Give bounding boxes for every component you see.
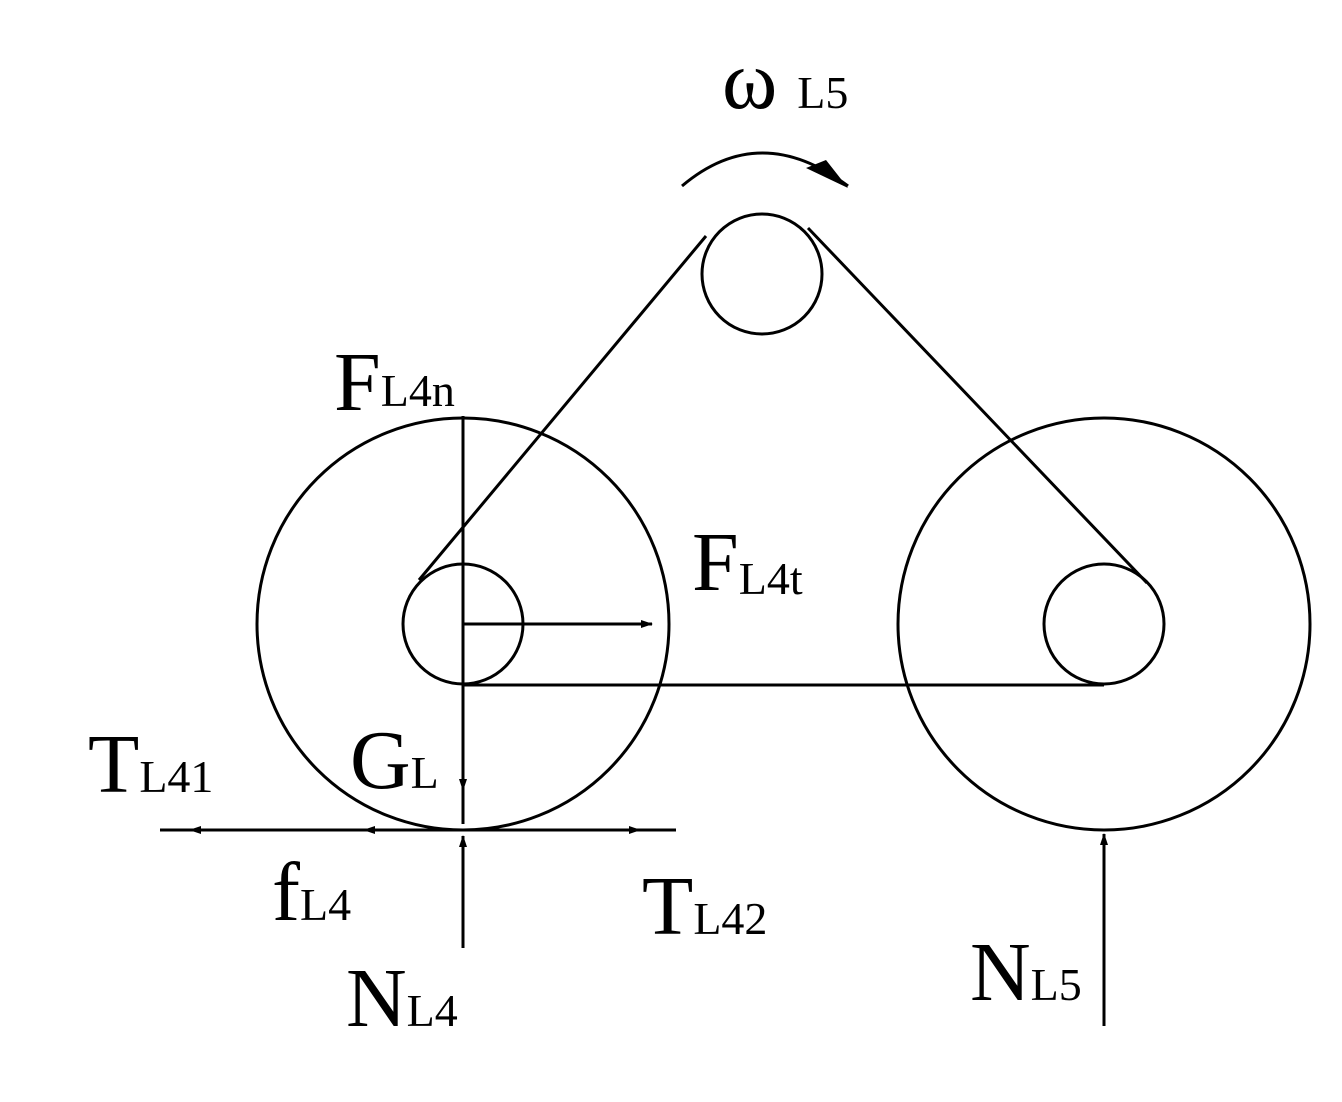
belt-left [417,235,708,581]
label-gl: GL [350,714,439,807]
label-tl41: TL41 [88,718,213,811]
label-nl5: NL5 [970,926,1082,1019]
right-wheel [896,416,1312,832]
label-fl4t: FL4t [692,516,803,609]
label-nl4: NL4 [346,952,458,1045]
rotation-arrowhead [806,160,848,188]
belt-right [806,226,1149,585]
label-fl4: fL4 [272,846,351,939]
label-tl42: TL42 [642,860,767,953]
label-fl4n: FL4n [334,336,455,429]
top-pulley [700,212,824,336]
